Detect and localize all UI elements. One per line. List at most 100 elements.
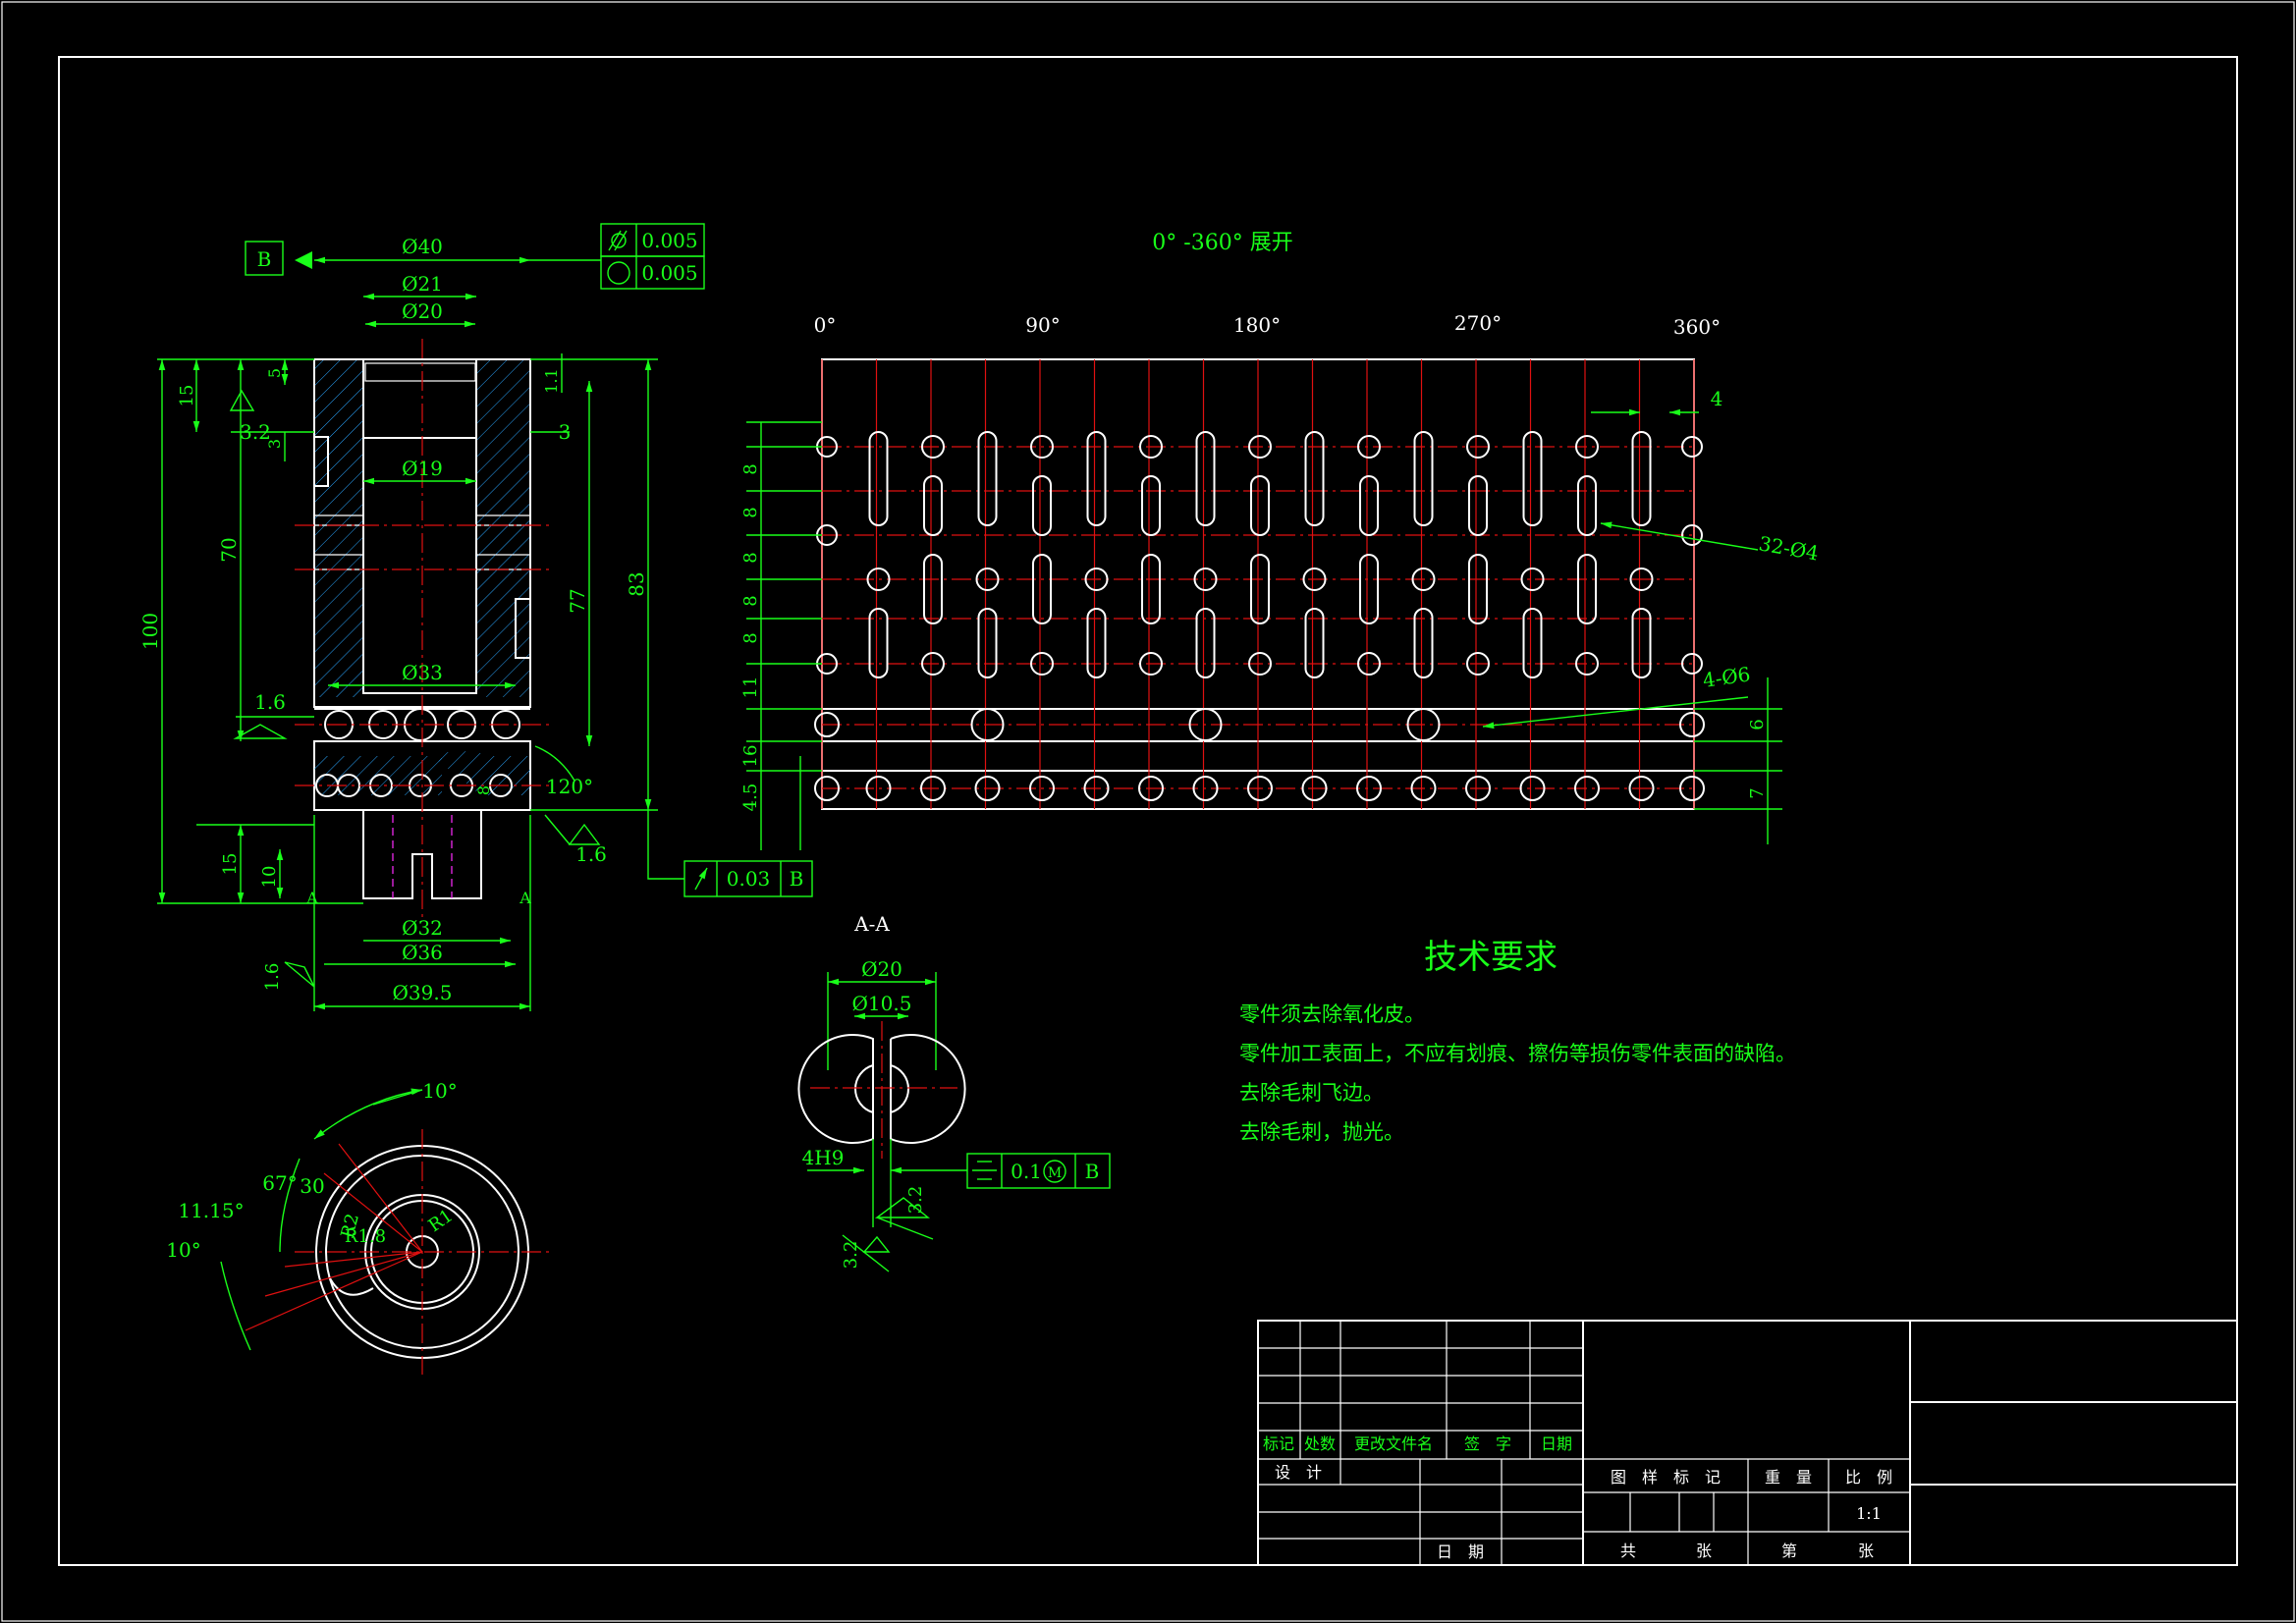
dim-h5: 5 [265,368,284,378]
development-view: 0° -360° 展开 0° 90° 180° 270° 360° 888881… [740,231,1821,850]
slot [1359,475,1379,536]
slot [977,608,998,678]
top-bore [362,358,477,439]
tech-item-1: 零件须去除氧化皮。 [1239,1002,1425,1026]
hole [1629,568,1654,591]
dim-h10: 10 [259,866,280,889]
dim-r16-bottom: 1.6 [262,963,283,992]
dev-left-dim-1: 8 [740,463,761,474]
angle-label-90: 90° [1025,313,1060,337]
tol-runout: 0.03 [727,867,771,891]
datum-b-label: B [257,247,272,271]
slot [1468,554,1488,624]
section-aa: A-A Ø20 Ø10.5 4H9 0.1 M B 3.2 3.2 [797,912,1111,1272]
slot [923,475,943,536]
tb-h-count: 处数 [1304,1434,1336,1453]
slot [1086,608,1107,678]
slot [1141,475,1161,536]
section-a-right: A [519,889,531,907]
slot [1250,554,1270,624]
leader [842,1234,890,1272]
title-block: 标记 处数 更改文件名 签 字 日期 设 计 日 期 图 样 标 记 重 量 比… [1257,1320,2238,1566]
tb-sheet-no: 第 [1781,1542,1797,1560]
radial-line [323,1172,423,1253]
hole [1139,435,1163,459]
ev-a1115: 11.15° [178,1199,244,1222]
aa-bore-left [854,1064,874,1113]
dim-h83: 83 [625,571,648,596]
angle-arc [279,1158,301,1253]
hole [1248,435,1272,459]
aa-bore-right [890,1064,909,1113]
dim-d395: Ø39.5 [393,981,453,1004]
bottom-hole [1192,776,1219,801]
cam-notch [328,1275,374,1296]
angle-label-180: 180° [1233,313,1281,337]
runout-icon [694,867,708,891]
slot [1577,475,1597,536]
roughness-symbol [233,724,288,739]
aa-tol-value: 0.1 [1011,1160,1042,1183]
bottom-hole [865,776,892,801]
aa-rough1: 3.2 [905,1186,926,1215]
dev-left-dim-2: 8 [740,507,761,517]
dim-d21: Ø21 [402,272,443,296]
aa-tol-modifier: M [1048,1165,1062,1181]
symmetry-frame [966,1153,1111,1189]
hole [1302,568,1327,591]
left-wall-hatch [314,359,363,697]
tb-h-date: 日期 [1541,1434,1572,1453]
dim-h100: 100 [138,613,162,650]
slot [1413,608,1434,678]
tb-date: 日 期 [1437,1542,1484,1561]
development-holes [814,431,1705,801]
aa-d20: Ø20 [861,957,902,981]
flange-hatch2 [432,751,530,795]
leader [1482,696,1749,730]
roughness-symbol [568,823,601,845]
aa-d105: Ø10.5 [852,992,912,1015]
aa-half-right [890,1034,966,1144]
slot [1195,608,1216,678]
slot [1522,608,1543,678]
slot [1304,431,1325,526]
dim-r16-right: 1.6 [575,842,607,866]
edge-hole [1681,653,1703,675]
hole [921,652,945,676]
hole [1248,652,1272,676]
ev-a67: 67° [262,1171,297,1195]
hole [1466,435,1490,459]
bottom-hole [1465,776,1491,801]
section-view [295,339,550,918]
bottom-hole [974,776,1001,801]
slot [868,608,889,678]
dim-h77: 77 [566,588,589,613]
tb-weight: 重 量 [1765,1468,1812,1487]
tb-design: 设 计 [1275,1463,1322,1482]
slot [1577,554,1597,624]
dev-left-dim-7: 16 [740,745,761,768]
tb-scale-label: 比 例 [1845,1468,1892,1487]
right-slot [515,598,531,659]
slot [1631,608,1652,678]
bottom-hole [1356,776,1382,801]
roughness-symbol [862,1235,891,1253]
bore-step [364,362,476,382]
leader [372,1089,423,1106]
edge-hole [1679,776,1705,801]
dim-h15-bot: 15 [220,853,241,876]
bottom-hole [1301,776,1328,801]
angle-arc [534,745,575,782]
hole [1030,652,1054,676]
dim-h11: 1.1 [542,368,561,393]
end-view: 10° 67° 30 11.15° 10° R2 R1.8 R1 [166,1079,550,1375]
dim-r16-left: 1.6 [254,690,286,714]
development-title: 0° -360° 展开 [1152,231,1292,255]
dim-d40: Ø40 [402,235,443,258]
angle-label-360: 360° [1673,315,1721,339]
slot [1359,554,1379,624]
dev-left-dim-8: 4.5 [740,784,761,812]
